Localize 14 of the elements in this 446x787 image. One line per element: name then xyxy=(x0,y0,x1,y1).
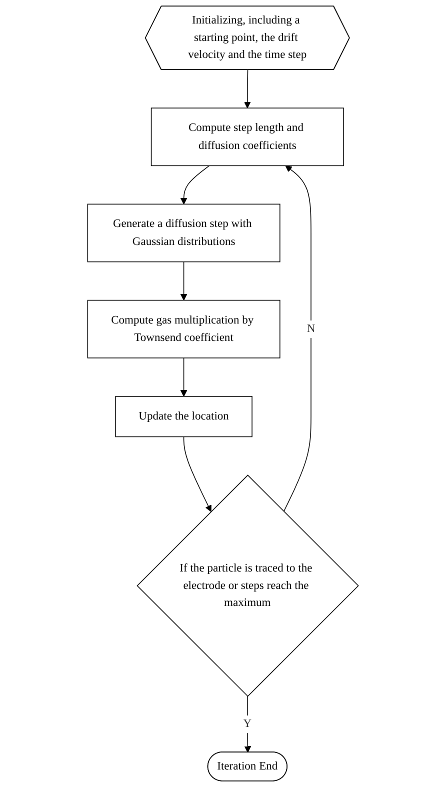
arrow xyxy=(183,436,212,512)
node-box xyxy=(87,300,280,358)
edge-label: N xyxy=(306,322,316,336)
node-box xyxy=(150,108,344,166)
arrow xyxy=(244,696,252,753)
arrow xyxy=(244,70,251,108)
arrow xyxy=(180,358,188,397)
node-diamond xyxy=(136,474,359,697)
node-box xyxy=(115,396,252,438)
edge-label: Y xyxy=(243,718,252,730)
node-box xyxy=(87,204,280,262)
arrow xyxy=(180,261,188,301)
arrow xyxy=(180,165,210,204)
arrow xyxy=(283,165,312,512)
